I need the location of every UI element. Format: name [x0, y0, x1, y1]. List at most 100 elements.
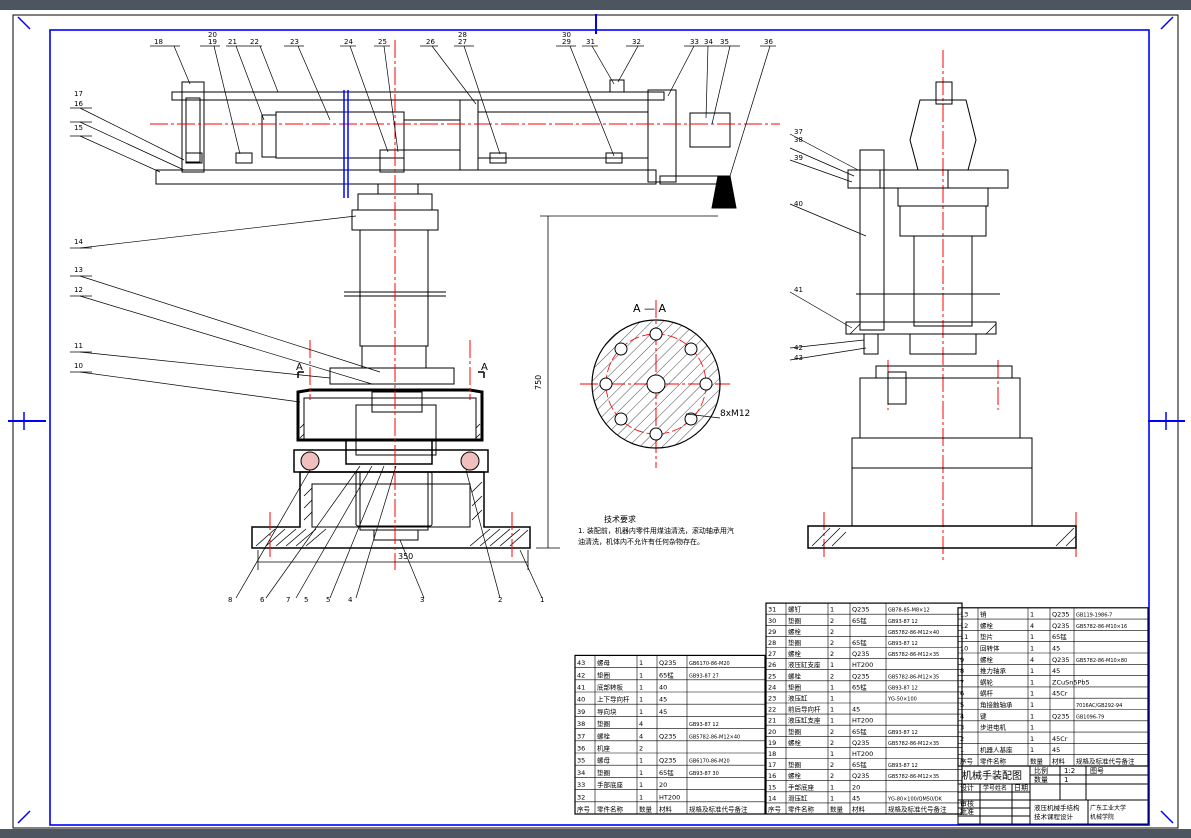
- bom-cell-no: 33: [577, 781, 585, 789]
- bom-cell-mat: ZCuSn5Pb5: [1052, 678, 1090, 686]
- bom-cell-std: GB93-87 12: [888, 619, 918, 625]
- bom-cell-no: 23: [768, 695, 776, 703]
- date-label: 日期: [1014, 784, 1028, 792]
- bom-header-mat: 材料: [659, 805, 673, 814]
- course-name: 技术课程设计: [1034, 812, 1074, 821]
- bom-cell-no: 40: [577, 696, 585, 704]
- design-label: 设计: [960, 783, 974, 792]
- bom-cell-std: GB93-87 12: [888, 685, 918, 691]
- balloon-label: 32: [632, 38, 641, 46]
- centering-marks: [8, 14, 1185, 824]
- bom-cell-no: 38: [577, 720, 585, 728]
- bom-cell-no: 11: [960, 633, 968, 641]
- bom-cell-qty: 4: [639, 732, 643, 740]
- column-body: [359, 229, 429, 347]
- bom-cell-qty: 1: [1030, 701, 1034, 709]
- balloon-label: 10: [74, 362, 83, 370]
- dim-height: 750: [534, 375, 543, 390]
- base-pedestal: [251, 471, 531, 549]
- bom-header-std: 规格及标准代号备注: [1076, 757, 1135, 766]
- bom-cell-no: 37: [577, 732, 585, 740]
- qty-label: 数量: [1034, 775, 1048, 784]
- bom-cell-name: 液压缸支座: [788, 660, 821, 669]
- bom-cell-no: 17: [768, 761, 776, 769]
- bom-cell-std: GB93-87 12: [888, 763, 918, 769]
- bom-cell-mat: Q235: [852, 606, 870, 614]
- bom-header-qty: 数量: [830, 805, 844, 814]
- dim-width: 350: [398, 552, 413, 561]
- bom-cell-no: 43: [577, 659, 585, 667]
- bom-cell-mat: 45: [659, 696, 667, 704]
- bom-cell-qty: 1: [830, 606, 834, 614]
- bom-header-name: 零件名称: [788, 805, 815, 814]
- sheet-label: 图号: [1090, 767, 1104, 775]
- bom-cell-name: 垫圈: [597, 719, 610, 728]
- bom-cell-no: 41: [577, 684, 585, 692]
- bom-header-mat: 材料: [852, 805, 866, 814]
- bom-cell-no: 24: [768, 683, 776, 691]
- bom-cell-std: GB93-87 12: [689, 722, 719, 728]
- balloon-label: 38: [794, 136, 803, 144]
- bom-cell-no: 15: [768, 783, 776, 791]
- section-cut-marks: [297, 371, 485, 378]
- bom-cell-qty: 1: [830, 683, 834, 691]
- balloon-label: 19: [208, 38, 217, 46]
- bom-frame: [765, 602, 963, 815]
- balloon-label: 34: [704, 38, 713, 46]
- bom-cell-mat: 65锰: [659, 768, 674, 777]
- bom-cell-std: GB5782-86-M12×40: [689, 734, 740, 740]
- window-top-bar: [0, 0, 1191, 10]
- bom-cell-mat: Q235: [659, 757, 677, 765]
- bom-cell-no: 36: [577, 745, 585, 753]
- bom-cell-name: 螺栓: [980, 655, 994, 664]
- balloon-label: 39: [794, 154, 803, 162]
- balloon-label: 29: [562, 38, 571, 46]
- bom-cell-qty: 1: [639, 659, 643, 667]
- bom-cell-mat: 65锰: [852, 682, 867, 691]
- bom-cell-no: 32: [577, 793, 585, 801]
- bom-cell-mat: Q235: [852, 650, 870, 658]
- bom-cell-std: GB5782-86-M12×35: [888, 741, 939, 747]
- bom-cell-mat: 65锰: [852, 727, 867, 736]
- balloon-label: 33: [690, 38, 699, 46]
- bom-header-no: 序号: [960, 757, 974, 766]
- drawing-title: 机械手装配图: [962, 769, 1022, 782]
- bom-cell-std: GB5782-86-M12×35: [888, 652, 939, 658]
- bom-cell-qty: 1: [830, 717, 834, 725]
- bom-cell-name: 螺栓: [788, 627, 802, 636]
- bom-cell-mat: Q235: [852, 772, 870, 780]
- bom-cell-mat: 45: [1052, 667, 1060, 675]
- bom-cell-name: 螺栓: [597, 731, 611, 740]
- bom-cell-name: 螺母: [597, 658, 611, 667]
- bom-cell-qty: 1: [830, 783, 834, 791]
- bom-cell-name: 垫圈: [597, 768, 610, 777]
- bom-cell-name: 上下导向杆: [597, 695, 630, 704]
- bom-cell-name: 螺钉: [788, 605, 802, 614]
- bom-cell-name: 导向块: [597, 707, 617, 716]
- balloon-label: 26: [426, 38, 435, 46]
- bom-cell-mat: HT200: [852, 717, 873, 725]
- title-block: [957, 765, 1149, 825]
- bom-cell-no: 14: [768, 794, 776, 802]
- balloon-leaders: [70, 45, 867, 599]
- bom-cell-std: GB119-1986-7: [1076, 613, 1112, 619]
- bom-cell-name: 垫片: [980, 632, 993, 641]
- bom-header-no: 序号: [768, 805, 782, 814]
- bom-cell-name: 垫圈: [597, 670, 610, 679]
- bom-cell-name: 垫圈: [788, 638, 801, 647]
- bom-cell-mat: 45Cr: [1052, 690, 1068, 698]
- bom-cell-name: 回转体: [980, 644, 1000, 653]
- bom-cell-name: 垫圈: [788, 727, 801, 736]
- bom-cell-mat: Q235: [1052, 622, 1070, 630]
- balloon-label: 7: [286, 596, 290, 604]
- bom-cell-mat: Q235: [659, 659, 677, 667]
- bom-cell-name: 底部转板: [597, 683, 624, 692]
- bom-cell-std: YG-50×100: [887, 697, 917, 703]
- bom-cell-qty: 1: [639, 769, 643, 777]
- side-hatching: [811, 323, 1077, 547]
- bom-cell-std: GB5782-86-M12×35: [888, 774, 939, 780]
- bom-cell-no: 25: [768, 672, 776, 680]
- bom-cell-std: GB6170-86-M20: [689, 759, 730, 765]
- balloon-label: 42: [794, 344, 803, 352]
- bom-cell-qty: 2: [830, 739, 834, 747]
